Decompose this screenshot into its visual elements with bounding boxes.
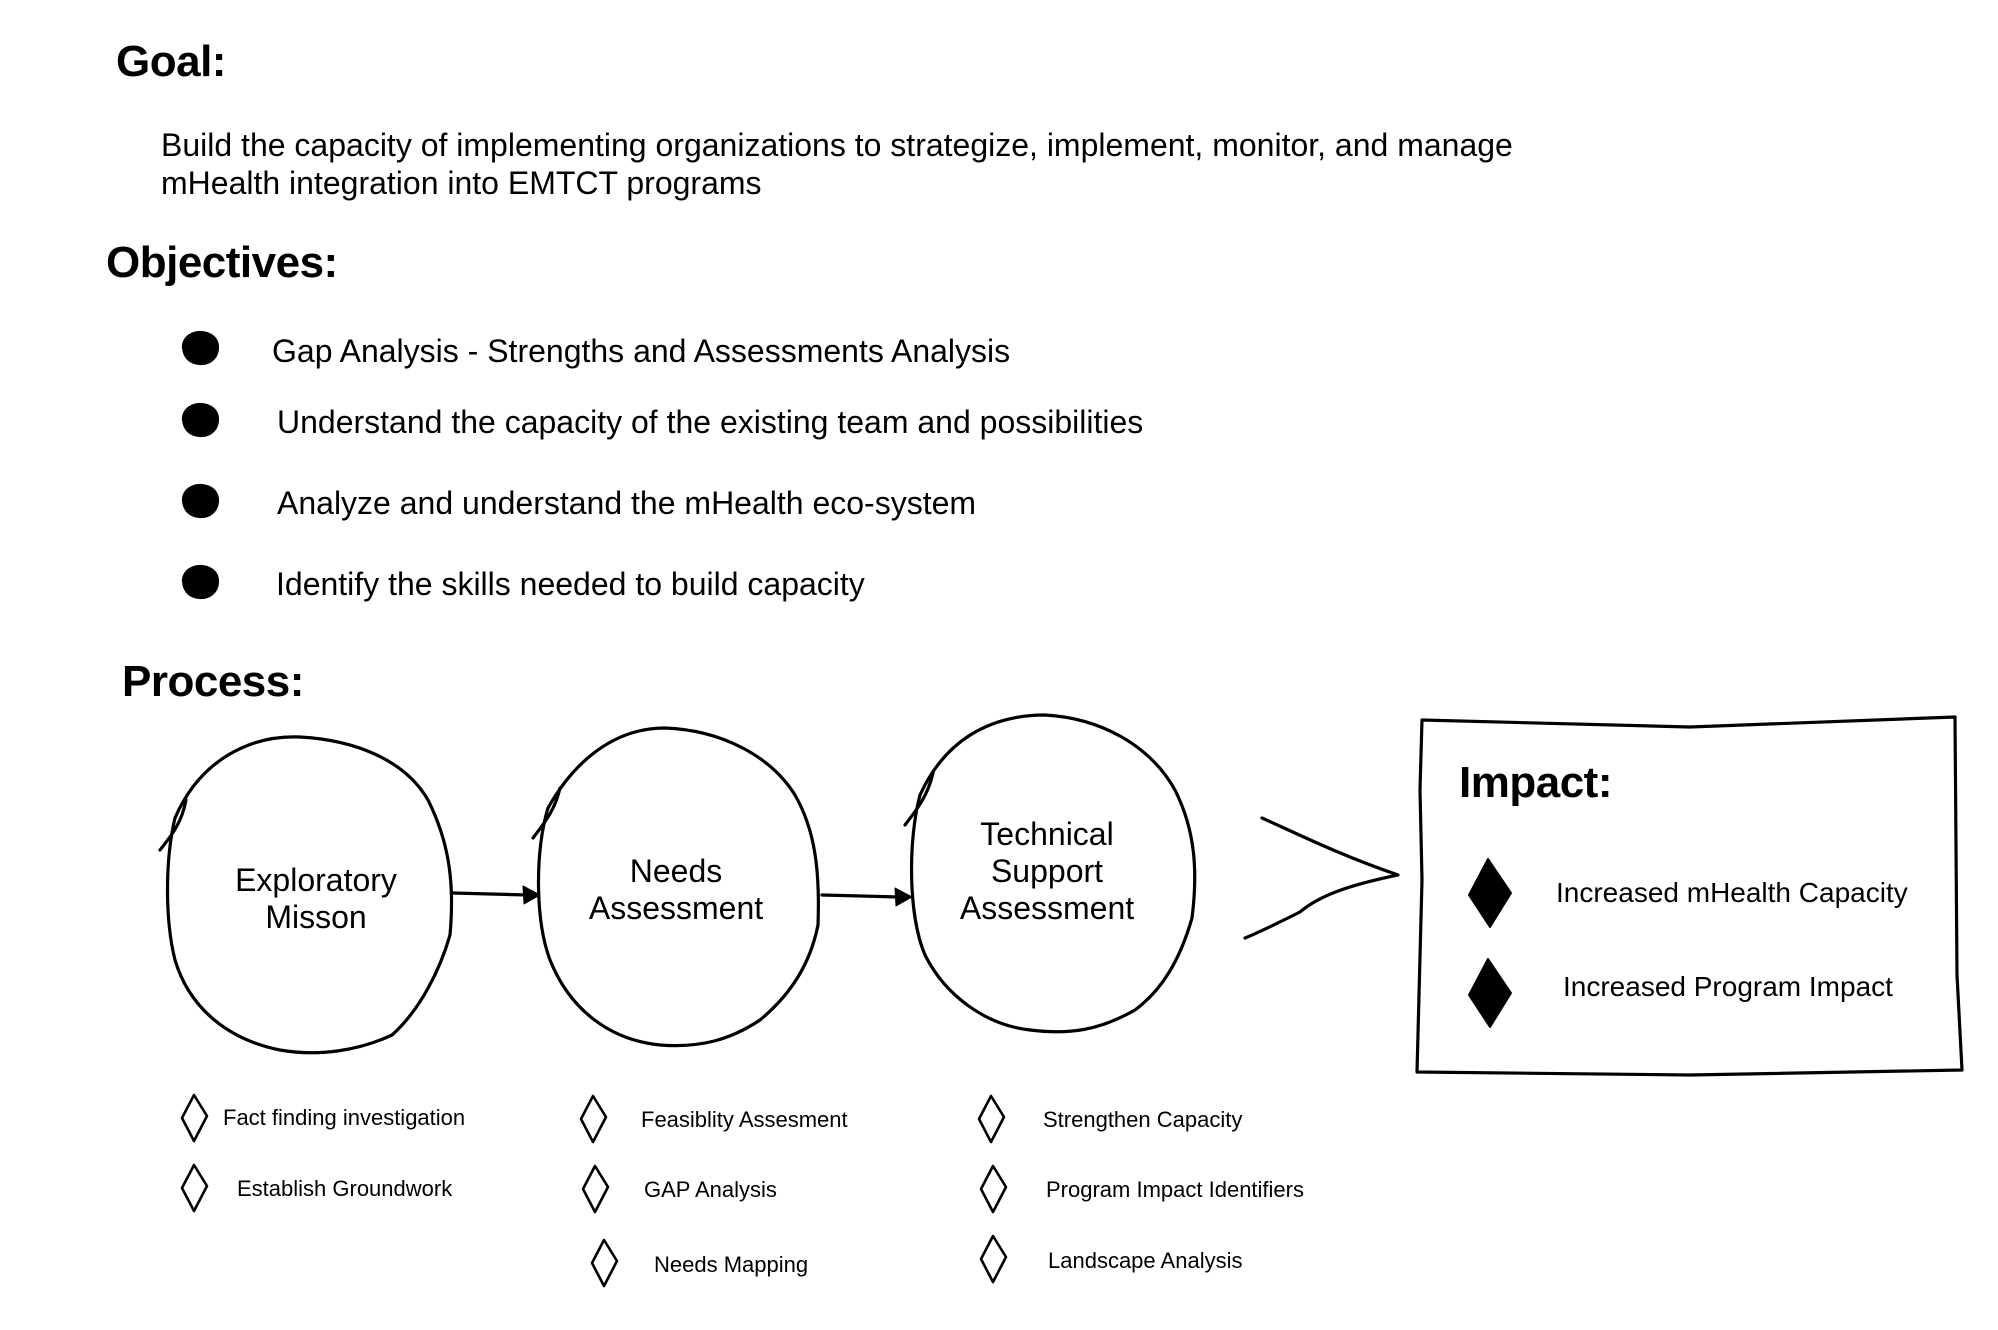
goal-text-line-2: mHealth integration into EMTCT programs [161,165,762,201]
stage-1-item-1: Fact finding investigation [223,1105,466,1130]
stage-label-needs: Needs Assessment [588,853,764,926]
stage-circle-needs [536,726,820,1048]
bullet-dot-icon [181,330,220,366]
goal-heading: Goal: [116,37,226,86]
stage-circle-exploratory-tick [158,798,188,852]
diamond-outline-icon [979,1234,1008,1284]
impact-heading: Impact: [1459,758,1612,807]
stage-2-item-2: GAP Analysis [644,1177,777,1202]
stage-circle-exploratory [165,735,454,1055]
stage-label-technical: Technical Support Assessment [959,816,1135,926]
diamond-outline-icon [180,1163,209,1213]
stage-2-item-1: Feasiblity Assesment [641,1107,848,1132]
objective-item-2: Understand the capacity of the existing … [277,404,1144,440]
bullet-dot-icon [181,402,220,438]
diamond-outline-icon [979,1164,1008,1214]
arrow-line-1 [451,891,530,897]
stage-3-item-2: Program Impact Identifiers [1046,1177,1304,1202]
goal-text: Build the capacity of implementing organ… [161,126,1611,202]
stage-circle-technical-tick [903,771,935,827]
objectives-heading: Objectives: [106,238,338,287]
impact-box-border [1415,715,1964,1077]
diamond-filled-icon [1468,858,1512,928]
stage-3-item-3: Landscape Analysis [1048,1248,1243,1273]
chevron-right-shape [1243,816,1400,940]
impact-item-1: Increased mHealth Capacity [1556,877,1908,908]
objective-item-3: Analyze and understand the mHealth eco-s… [277,485,977,521]
diamond-outline-icon [590,1238,619,1288]
arrow-line-2 [820,893,902,899]
stage-circle-needs-tick [531,786,562,840]
diamond-outline-icon [581,1164,610,1214]
stage-label-exploratory: Exploratory Misson [235,862,397,935]
stage-circle-technical [909,713,1197,1034]
goal-text-line-1: Build the capacity of implementing organ… [161,127,1513,163]
diamond-outline-icon [180,1093,209,1143]
diamond-outline-icon [579,1094,608,1144]
diamond-outline-icon [977,1094,1006,1144]
bullet-dot-icon [181,483,220,519]
stage-1-item-2: Establish Groundwork [237,1176,453,1201]
objective-item-4: Identify the skills needed to build capa… [276,566,865,602]
arrow-head-2 [894,887,913,907]
arrow-head-1 [522,885,541,905]
objective-item-1: Gap Analysis - Strengths and Assessments… [272,333,1011,369]
stage-2-item-3: Needs Mapping [654,1252,809,1277]
stage-3-item-1: Strengthen Capacity [1043,1107,1243,1132]
diamond-filled-icon [1468,958,1512,1028]
process-heading: Process: [122,657,304,706]
impact-item-2: Increased Program Impact [1563,971,1893,1002]
bullet-dot-icon [181,564,220,600]
